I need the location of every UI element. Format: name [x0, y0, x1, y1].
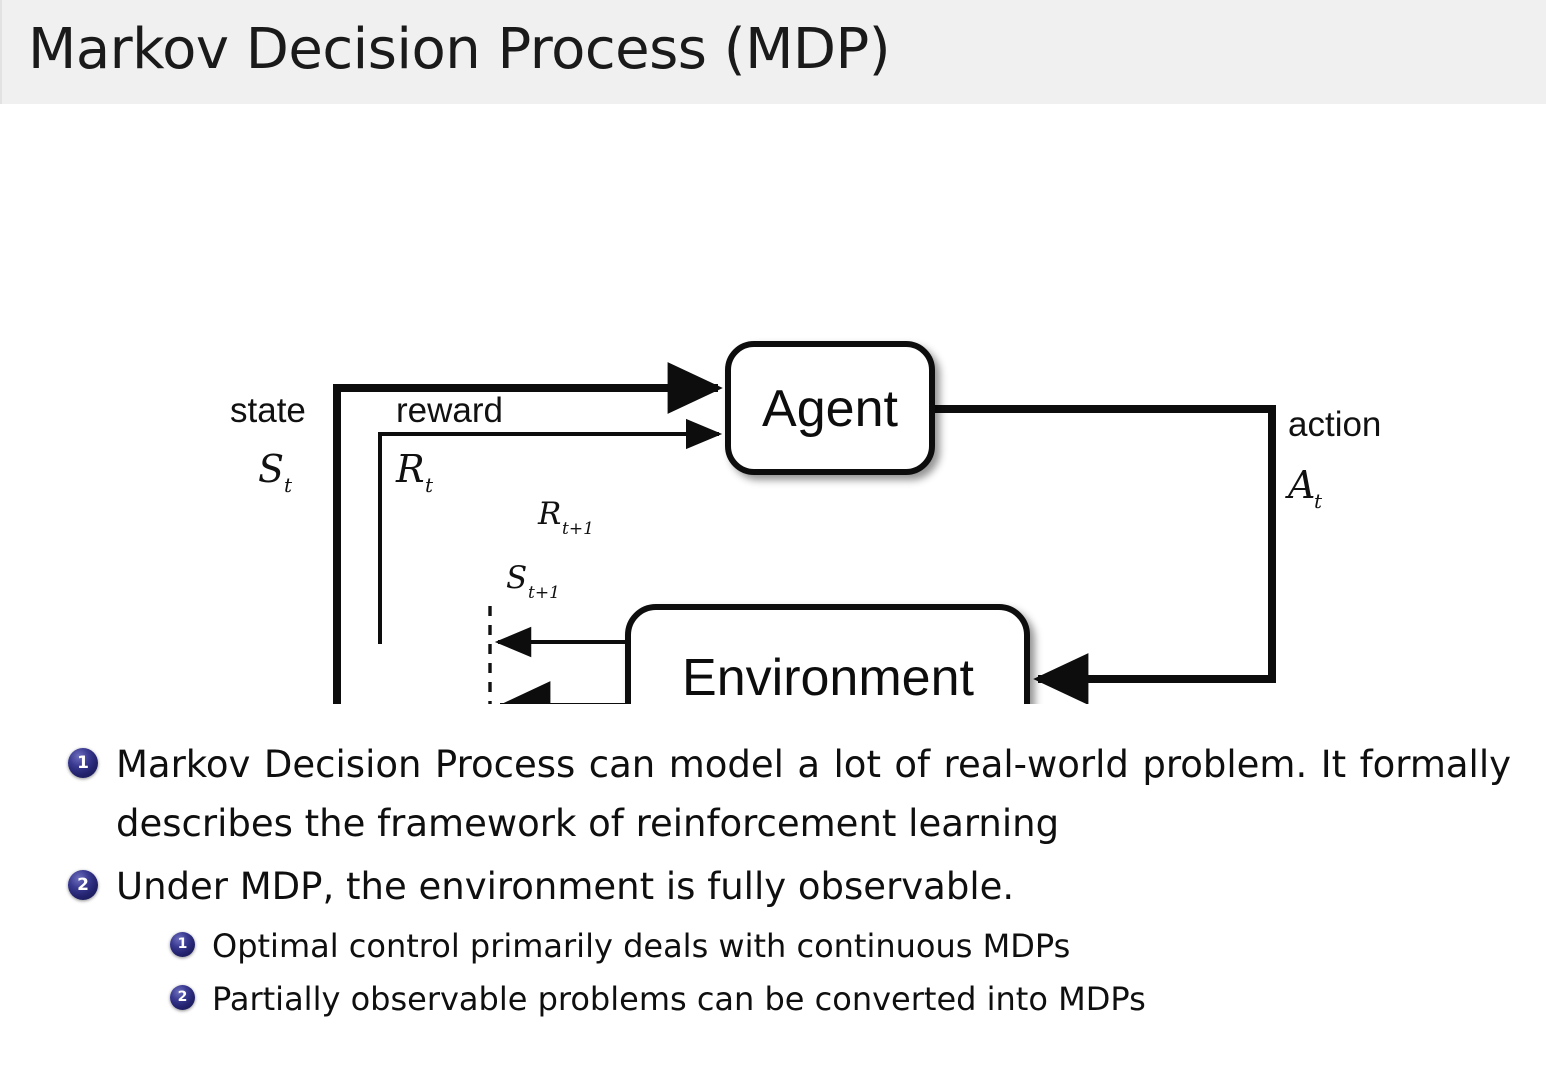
bullet-list: 1 Markov Decision Process can model a lo… [0, 735, 1546, 1026]
label-state-next: S t+1 [506, 560, 560, 603]
agent-box-label: Agent [762, 380, 898, 438]
list-item: 1 Optimal control primarily deals with c… [170, 920, 1546, 973]
list-item: 2 Under MDP, the environment is fully ob… [68, 857, 1546, 916]
sub-bullet-badge-2: 2 [170, 985, 195, 1010]
agent-box: Agent [725, 341, 935, 475]
label-state: state S t [230, 391, 306, 497]
reward-subscript: t [425, 473, 434, 497]
state-word: state [230, 391, 306, 430]
agent-environment-loop-svg: Agent Environment state S t reward R t a… [230, 341, 1381, 704]
bullet-badge-1: 1 [68, 748, 98, 778]
mdp-diagram: Agent Environment state S t reward R t a… [0, 104, 1546, 704]
bullet-text-1: Markov Decision Process can model a lot … [116, 743, 1511, 845]
state-next-symbol: S [506, 560, 527, 596]
reward-symbol: R [395, 447, 425, 491]
page-title: Markov Decision Process (MDP) [28, 17, 891, 82]
action-subscript: t [1314, 489, 1323, 513]
reward-next-subscript: t+1 [562, 519, 594, 539]
label-action: action A t [1285, 405, 1381, 513]
action-symbol: A [1285, 463, 1315, 507]
reward-word: reward [396, 391, 503, 430]
environment-box-label: Environment [682, 649, 974, 704]
state-symbol: S [258, 447, 284, 491]
reward-next-symbol: R [537, 496, 561, 532]
bullet-text-2: Under MDP, the environment is fully obse… [116, 865, 1015, 908]
label-reward: reward R t [395, 391, 503, 497]
label-reward-next: R t+1 [537, 496, 594, 539]
environment-box: Environment [625, 604, 1030, 704]
sub-bullet-badge-1: 1 [170, 932, 195, 957]
slide-header-band: Markov Decision Process (MDP) [0, 0, 1546, 104]
edge-action-to-environment [932, 405, 1276, 704]
action-word: action [1288, 405, 1381, 444]
sub-bullet-text-2: Partially observable problems can be con… [212, 980, 1146, 1018]
list-item: 1 Markov Decision Process can model a lo… [68, 735, 1546, 853]
list-item: 2 Partially observable problems can be c… [170, 973, 1546, 1026]
state-subscript: t [284, 473, 293, 497]
edge-state-to-agent [333, 362, 723, 704]
bullet-badge-2: 2 [68, 870, 98, 900]
state-next-subscript: t+1 [528, 583, 560, 603]
sub-bullet-text-1: Optimal control primarily deals with con… [212, 927, 1071, 965]
edge-reward-to-agent [378, 418, 723, 644]
